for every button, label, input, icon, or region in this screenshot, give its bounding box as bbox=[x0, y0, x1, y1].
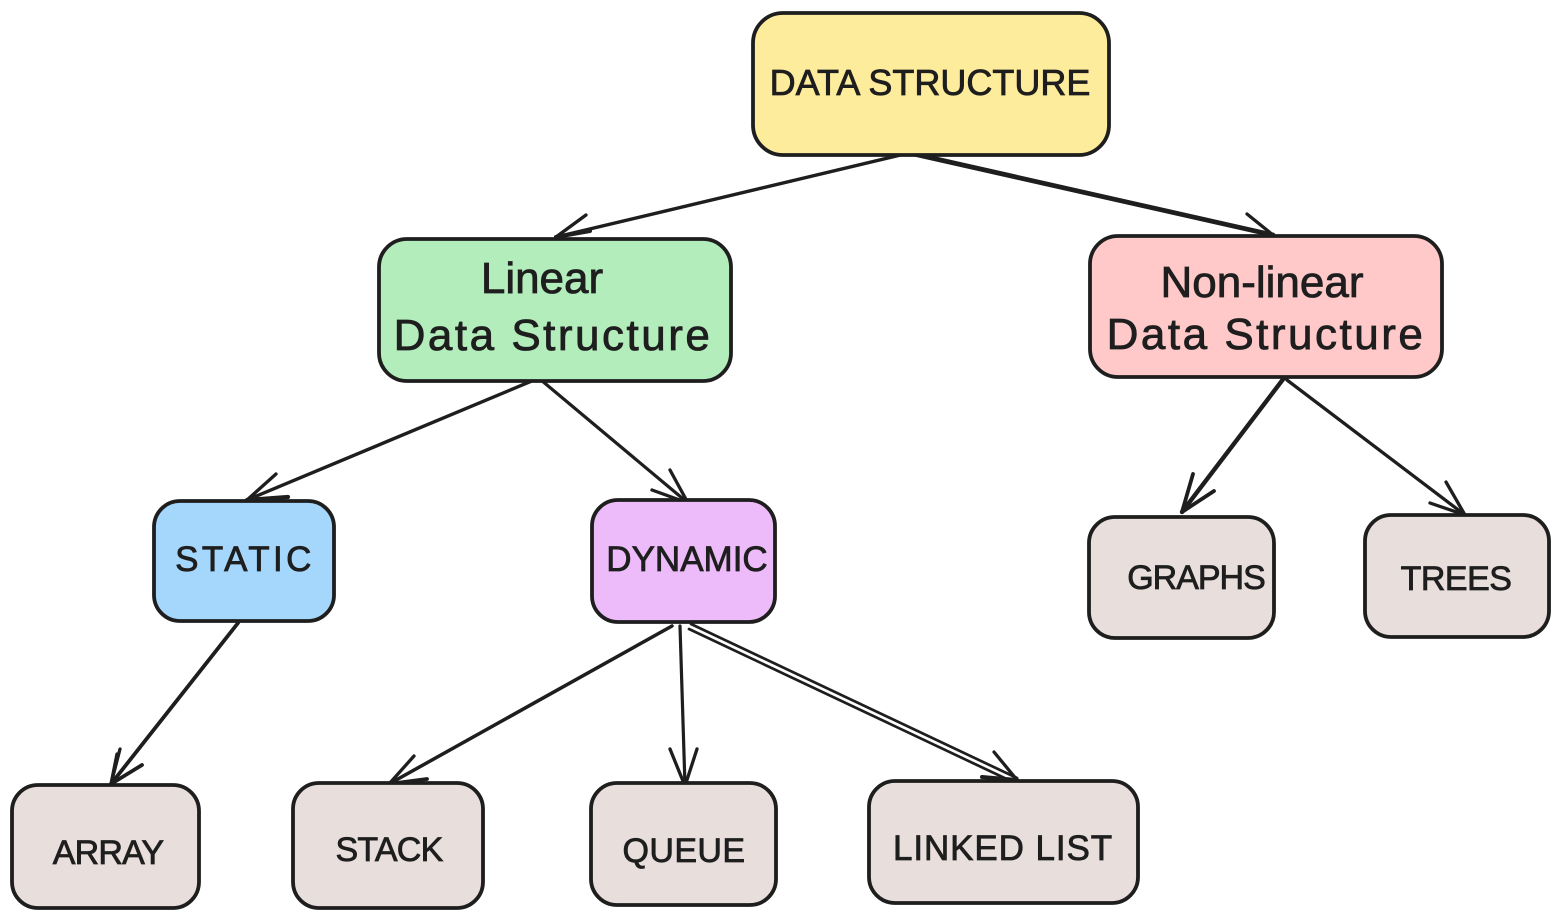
svg-text:DATA STRUCTURE: DATA STRUCTURE bbox=[770, 62, 1091, 103]
svg-text:TREES: TREES bbox=[1401, 560, 1512, 598]
svg-text:QUEUE: QUEUE bbox=[623, 832, 746, 870]
svg-text:STATIC: STATIC bbox=[175, 540, 315, 579]
svg-text:DYNAMIC: DYNAMIC bbox=[606, 540, 767, 579]
svg-text:ARRAY: ARRAY bbox=[53, 834, 164, 872]
svg-text:STACK: STACK bbox=[335, 831, 443, 869]
svg-text:GRAPHS: GRAPHS bbox=[1127, 559, 1265, 597]
svg-text:Data Structure: Data Structure bbox=[1107, 310, 1426, 359]
svg-text:Non-linear: Non-linear bbox=[1161, 258, 1364, 307]
svg-text:LINKED LIST: LINKED LIST bbox=[893, 829, 1113, 868]
svg-text:Linear: Linear bbox=[481, 254, 603, 303]
svg-text:Data Structure: Data Structure bbox=[394, 311, 713, 360]
